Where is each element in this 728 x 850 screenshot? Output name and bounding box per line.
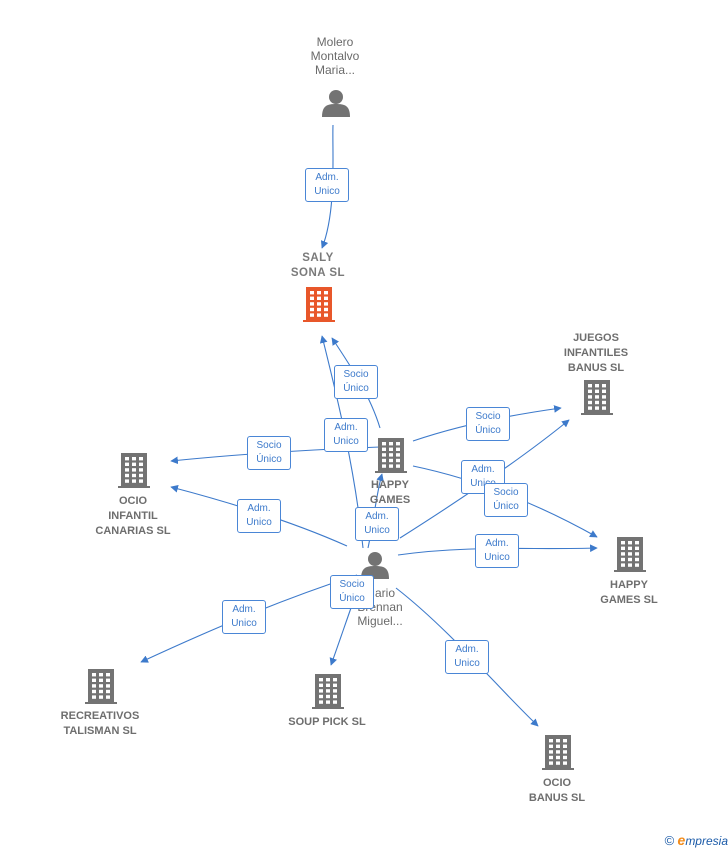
building-icon[interactable]	[581, 380, 613, 415]
node-label-line: OCIO	[118, 495, 148, 507]
edges-layer	[140, 124, 598, 727]
node-label-juegos[interactable]: JUEGOS INFANTILES BANUS SL	[536, 331, 656, 376]
edge-label-line: Unico	[470, 478, 496, 489]
building-icon[interactable]	[303, 287, 335, 322]
edge-label-line: Adm.	[247, 503, 271, 514]
node-label-line: SOUP PICK SL	[288, 716, 366, 728]
node-label-line: Montalvo	[310, 49, 360, 63]
node-label-line: RECREATIVOS	[60, 710, 140, 722]
node-label-saly[interactable]: SALY SONA SL	[258, 251, 378, 281]
node-label-line: GAMES	[369, 494, 411, 506]
building-icon[interactable]	[85, 669, 117, 704]
edge-label-line: Adm.	[315, 172, 339, 183]
edge-label-line: Adm.	[232, 604, 256, 615]
node-label-line: OCIO	[542, 777, 572, 789]
edge-label-line: Único	[339, 593, 365, 604]
node-label-line: CANARIAS SL	[95, 525, 171, 537]
edge-label-line: Unico	[484, 552, 510, 563]
node-label-line: SONA SL	[290, 267, 346, 279]
edge-label-line: Adm.	[471, 464, 495, 475]
node-label-line: BANUS SL	[567, 362, 625, 374]
edge-label-e13[interactable]: Adm. Unico	[445, 640, 489, 674]
edge-label-line: Unico	[231, 618, 257, 629]
brand-logo-text: mpresia	[685, 834, 728, 848]
edge-label-e1[interactable]: Adm. Unico	[305, 168, 349, 202]
edge-label-line: Único	[256, 454, 282, 465]
node-label-line: TALISMAN SL	[63, 725, 137, 737]
edge-label-e3[interactable]: Adm. Unico	[324, 418, 368, 452]
edge-label-line: Socio	[339, 579, 365, 590]
edge-label-line: Socio	[343, 369, 369, 380]
edge-label-e10[interactable]: Adm. Unico	[475, 534, 519, 568]
node-label-ocio-canarias[interactable]: OCIO INFANTIL CANARIAS SL	[73, 494, 193, 539]
edge-label-line: Unico	[246, 517, 272, 528]
footer-brand: © empresia	[665, 832, 728, 848]
node-label-line: BANUS SL	[528, 792, 586, 804]
node-label-ocio-banus[interactable]: OCIO BANUS SL	[497, 776, 617, 806]
node-label-soup[interactable]: SOUP PICK SL	[267, 715, 387, 730]
node-label-recreativos[interactable]: RECREATIVOS TALISMAN SL	[40, 709, 160, 739]
edge-label-line: Adm.	[485, 538, 509, 549]
edge-label-line: Único	[343, 383, 369, 394]
node-label-line: INFANTIL	[108, 510, 158, 522]
edge-label-line: Único	[475, 425, 501, 436]
node-label-line: HAPPY	[371, 479, 409, 491]
edge-label-e9[interactable]: Adm. Unico	[355, 507, 399, 541]
node-label-line: JUEGOS	[573, 332, 619, 344]
building-icon[interactable]	[118, 453, 150, 488]
node-label-line: Miguel...	[357, 614, 403, 628]
brand-logo-e: e	[677, 832, 686, 848]
edge-label-line: Unico	[364, 525, 390, 536]
building-icon[interactable]	[542, 735, 574, 770]
edge-label-e5[interactable]: Adm. Unico	[237, 499, 281, 533]
edge-label-e7[interactable]: Adm. Unico	[461, 460, 505, 494]
edge-label-e11[interactable]: Adm. Unico	[222, 600, 266, 634]
node-label-line: SALY	[302, 252, 334, 264]
building-icon[interactable]	[375, 438, 407, 473]
edge-label-line: Único	[493, 501, 519, 512]
edge-label-line: Adm.	[455, 644, 479, 655]
edge-label-line: Adm.	[334, 422, 358, 433]
edge-label-line: Unico	[454, 658, 480, 669]
edge-label-line: Socio	[256, 440, 282, 451]
person-icon[interactable]	[322, 90, 350, 117]
node-label-line: HAPPY	[610, 579, 648, 591]
copyright-symbol: ©	[664, 833, 675, 848]
node-label-line: Molero	[316, 35, 354, 49]
edge-label-line: Socio	[493, 487, 519, 498]
edge-label-line: Adm.	[365, 511, 389, 522]
building-icon[interactable]	[312, 674, 344, 709]
node-label-line: Maria...	[314, 63, 355, 77]
edge-label-line: Unico	[314, 186, 340, 197]
icons-layer	[85, 90, 646, 770]
edge-label-line: Unico	[333, 436, 359, 447]
node-label-line: INFANTILES	[563, 347, 629, 359]
edge-label-line: Socio	[475, 411, 501, 422]
node-label-happy-right[interactable]: HAPPY GAMES SL	[569, 578, 689, 608]
node-label-line: GAMES SL	[600, 594, 658, 606]
building-icon[interactable]	[614, 537, 646, 572]
